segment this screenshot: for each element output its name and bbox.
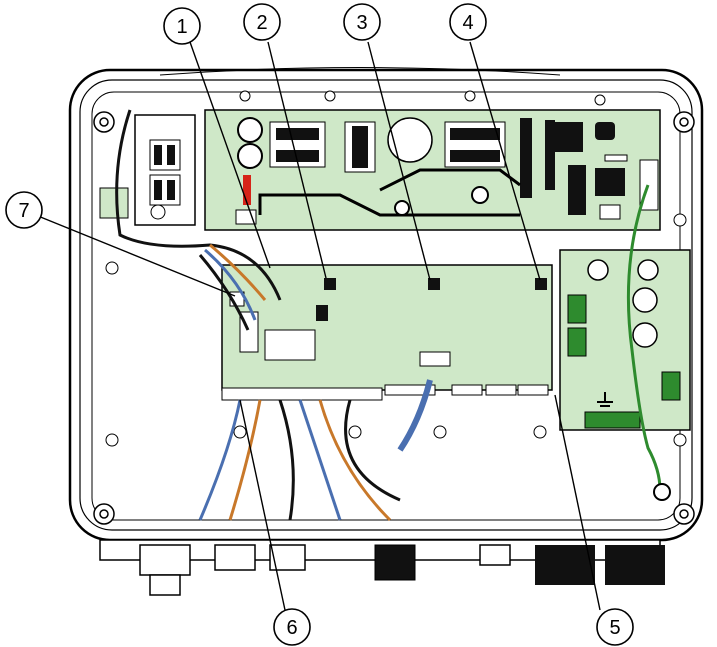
ground-wire [626, 184, 662, 491]
leader-lines [37, 41, 601, 611]
corner-screws [93, 111, 695, 525]
callout-1: 1 [163, 7, 201, 45]
cable-bundles [115, 109, 433, 522]
callout-6-label: 6 [286, 617, 297, 639]
mounting-holes [105, 90, 687, 447]
callout-2: 2 [243, 3, 281, 41]
main-controller-board [221, 264, 553, 401]
callout-1-label: 1 [176, 16, 187, 38]
callout-3: 3 [343, 3, 381, 41]
callout-4: 4 [449, 3, 487, 41]
power-terminal-board [559, 249, 691, 431]
power-supply-board [204, 109, 661, 231]
ground-lug [653, 483, 671, 501]
callout-7-label: 7 [18, 200, 29, 222]
callout-5: 5 [596, 608, 634, 646]
callout-6: 6 [273, 608, 311, 646]
callout-7: 7 [5, 191, 43, 229]
left-connector-bracket [99, 114, 196, 226]
cable-glands [139, 544, 665, 596]
callout-5-label: 5 [609, 617, 620, 639]
callout-2-label: 2 [256, 12, 267, 34]
callout-4-label: 4 [462, 12, 473, 34]
callout-3-label: 3 [356, 12, 367, 34]
